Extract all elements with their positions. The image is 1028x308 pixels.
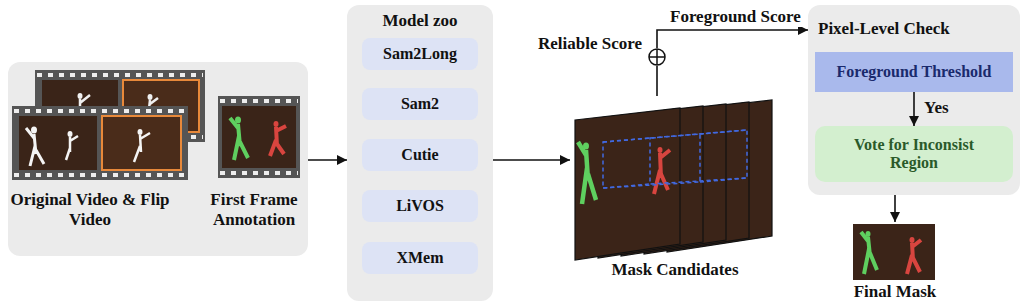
annotated-first-frame-part [230,118,248,160]
box-label: Sam2Long [383,45,457,63]
dashed-region-part [700,178,747,182]
dashed-region-part [603,184,650,188]
figure-caption: Final Mask [845,282,945,302]
annotated-first-frame-part [274,121,279,127]
input-panel: Original Video & Flip Video First Frame A… [8,62,308,256]
dashed-region-part [603,138,650,142]
mask-stack-illustration-part [658,147,663,153]
model-box: LiVOS [362,190,478,222]
flow-arrow [308,159,347,161]
input-label: Original Video & Flip Video [10,190,170,229]
front-film-strip-part [31,127,37,134]
box-label: Sam2 [401,95,439,113]
dashed-region-part [650,130,747,184]
annotated-first-frame-part [218,96,300,178]
box-label: Foreground Threshold [837,63,992,81]
annotated-first-frame-part [220,99,298,103]
edge-label: Foreground Score [668,7,803,27]
model-box: XMem [362,242,478,274]
model-box: Sam2 [362,88,478,120]
sum-circle-part [656,49,658,65]
mask-stack-illustration-part [575,108,680,260]
front-film-strip [12,106,188,180]
sum-circle [648,48,666,66]
final-mask-image-part [907,240,921,274]
sum-circle-part [649,49,665,65]
model-zoo-panel: Model zooSam2LongSam2CutieLiVOS XMem [347,5,493,301]
front-film-strip-part [66,136,78,160]
mask-stack-illustration-part [654,150,670,194]
back-film-strip-part [37,73,203,77]
dashed-region [603,130,747,188]
flow-arrow [493,159,570,161]
dashed-region-part [700,130,747,134]
input-label: First Frame Annotation [202,190,306,229]
mask-stack-illustration [570,96,780,282]
flow-arrow [894,195,896,222]
annotated-first-frame-part [220,171,298,175]
sum-node: Reliable Score [648,48,666,66]
back-film-strip-part [78,93,83,99]
vote-box: Vote for Inconsist Region [815,126,1013,182]
flow-arrow [656,66,658,96]
front-film-strip-part [138,129,143,135]
front-film-strip-part [26,128,44,166]
model-box: Cutie [362,139,478,171]
model-box: Sam2Long [362,38,478,70]
mask-candidates: Mask Candidates [570,96,780,282]
front-film-strip-part [134,133,150,162]
flow-arrow [913,92,915,126]
front-film-strip-part [14,109,186,113]
front-film-strip-part [14,173,186,177]
annotated-first-frame-part [270,126,286,156]
threshold-box: Foreground Threshold [815,52,1013,92]
box-label: XMem [396,249,443,267]
annotated-first-frame-part [222,106,296,168]
final-mask-image-part [853,224,935,280]
edge-label: Yes [922,98,951,118]
panel-title: Pixel-Level Check [818,19,1013,39]
mask-stack-illustration-part [578,142,596,204]
final-mask: Final Mask [845,222,945,306]
front-film-strip-part [19,116,97,170]
front-film-strip-part [102,116,181,170]
front-film-strip-part [68,131,73,137]
back-film-strip-part [148,94,153,100]
figure-caption: Mask Candidates [570,260,780,280]
flow-arrow [657,30,808,48]
dashed-region-part [603,134,700,188]
box-label: Cutie [401,146,438,164]
final-mask-image-part [910,237,915,243]
annotated-first-frame [218,96,300,178]
panel-title: Model zoo [347,11,493,31]
box-label: Vote for Inconsist Region [829,136,999,173]
front-film-strip-part [12,106,188,180]
final-mask-image-part [861,232,877,274]
box-label: LiVOS [396,197,444,215]
score-label: Reliable Score [514,34,642,54]
